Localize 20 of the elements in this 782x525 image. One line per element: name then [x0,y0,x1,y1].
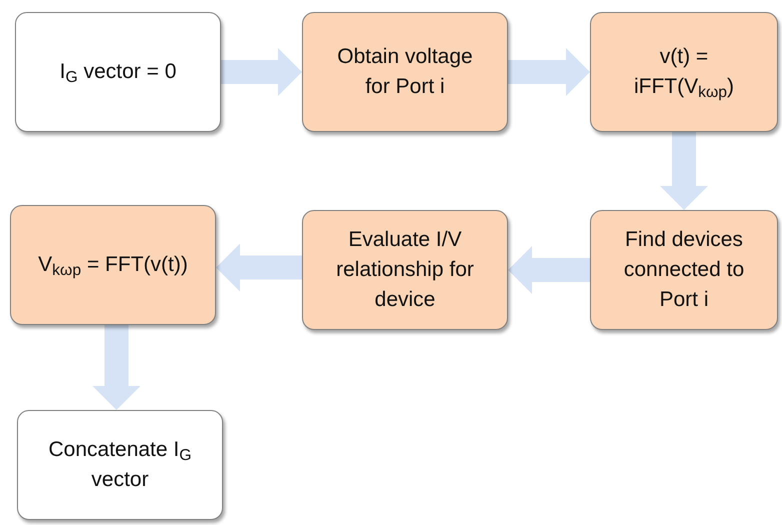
step-text: Find devices connected to Port i [622,227,746,313]
process-box [302,12,508,132]
step-text: V$_{kωp}$ = FFT(v(t)) [38,252,188,280]
block-arrow [92,325,140,410]
process-box [302,210,508,330]
block-arrow [660,132,708,210]
process-box [590,210,778,330]
block-arrow [221,48,302,96]
process-box [15,12,221,132]
step-text: Evaluate I/V relationship for device [335,227,475,313]
step-text: I$_{G}$ vector = 0 [60,59,176,87]
step-text: Concatenate I$_{G}$ vector [47,437,193,493]
block-arrow [216,244,302,292]
process-box [10,205,216,325]
process-box [590,12,778,132]
block-arrow [508,246,590,294]
process-box [17,410,223,520]
step-text: Obtain voltage for Port i [336,44,474,100]
step-text: v(t) = iFFT(V$_{kωp}$) [632,44,736,102]
block-arrow [508,48,590,96]
